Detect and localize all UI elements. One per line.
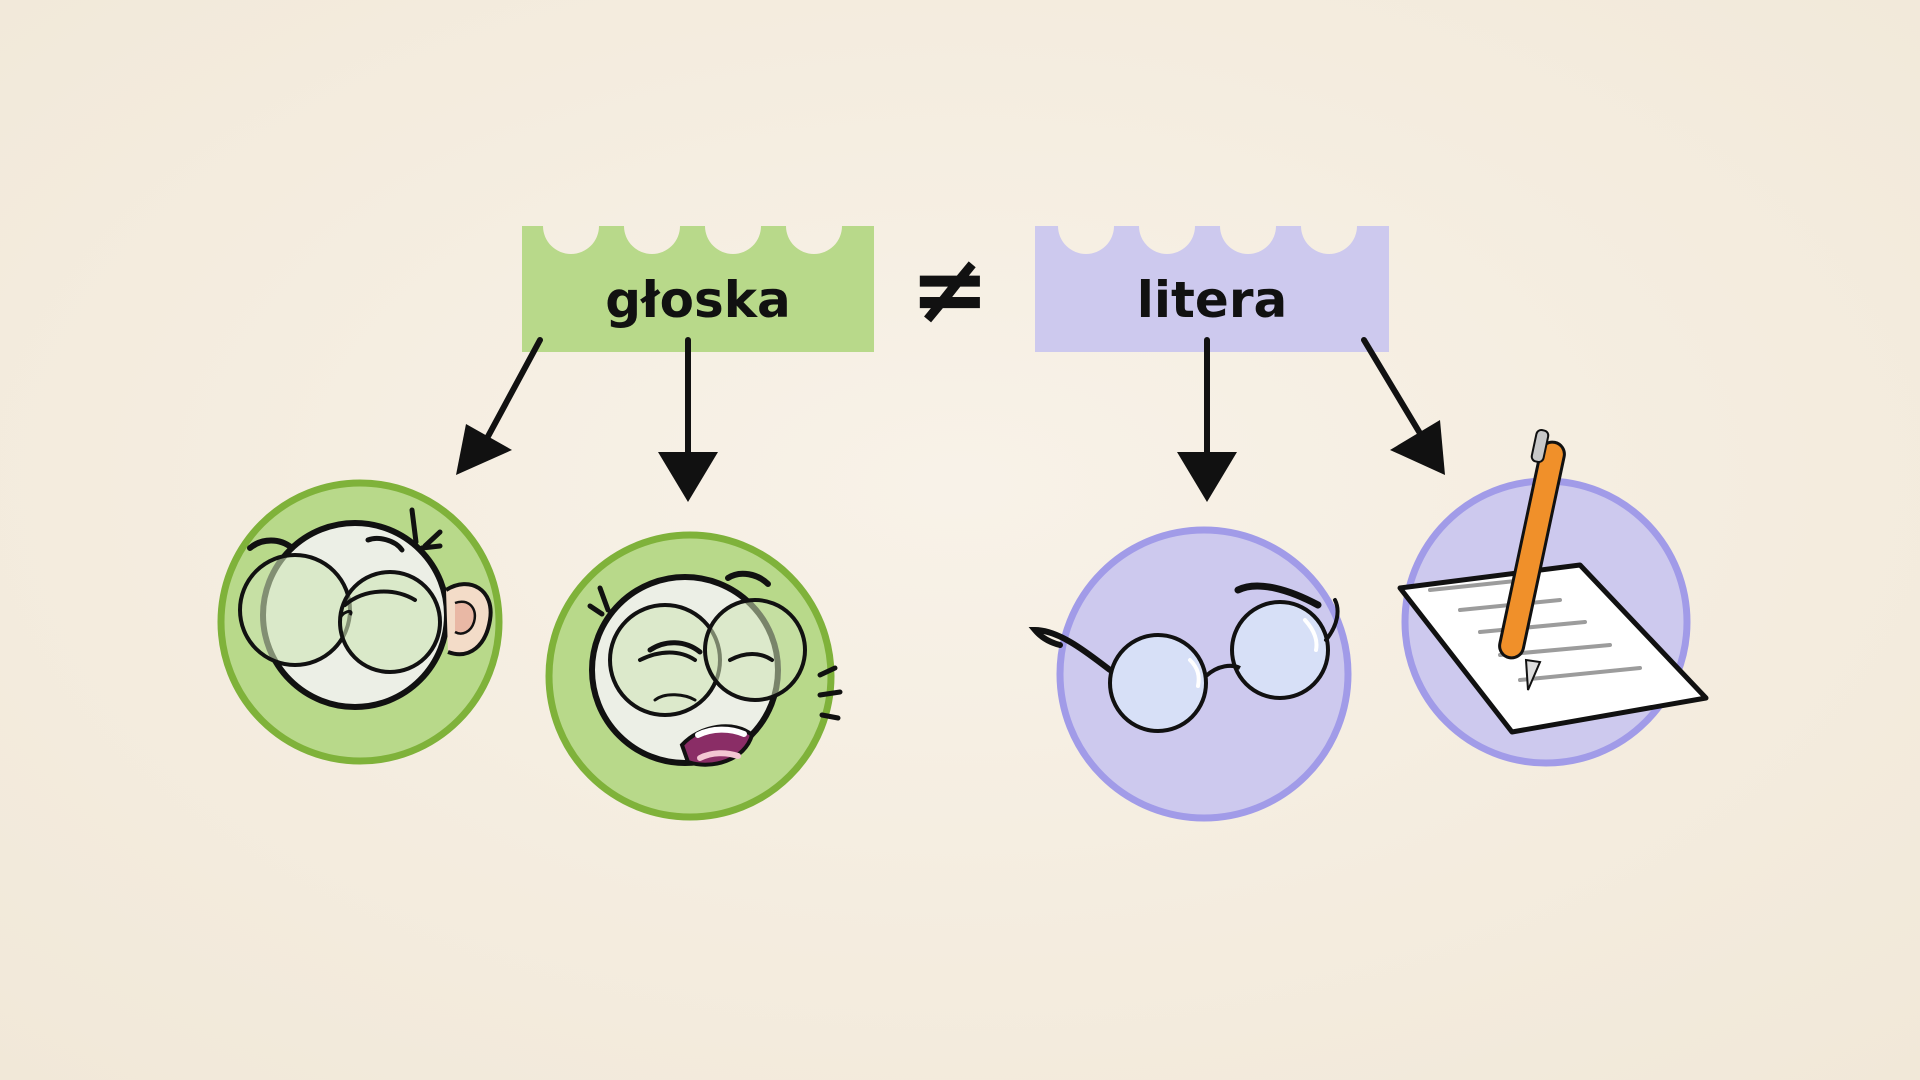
glasses-eyes-icon	[1028, 526, 1352, 822]
speaking-mouth-face-icon	[545, 531, 843, 821]
arrow-gloska-to-mouth	[658, 337, 718, 502]
not-equal-sign: ≠	[910, 233, 990, 345]
arrow-litera-to-eyes	[1177, 337, 1237, 502]
label-gloska: głoska	[605, 271, 790, 329]
arrow-litera-to-pen	[1361, 337, 1445, 475]
label-box-gloska: głoska	[522, 226, 874, 352]
label-box-litera: litera	[1035, 226, 1389, 352]
arrow-gloska-to-ear	[456, 337, 543, 475]
pen-writing-paper-icon	[1397, 429, 1709, 767]
ear-listening-face-icon	[217, 479, 503, 765]
pen-shape	[1498, 429, 1566, 691]
label-litera: litera	[1137, 271, 1288, 329]
